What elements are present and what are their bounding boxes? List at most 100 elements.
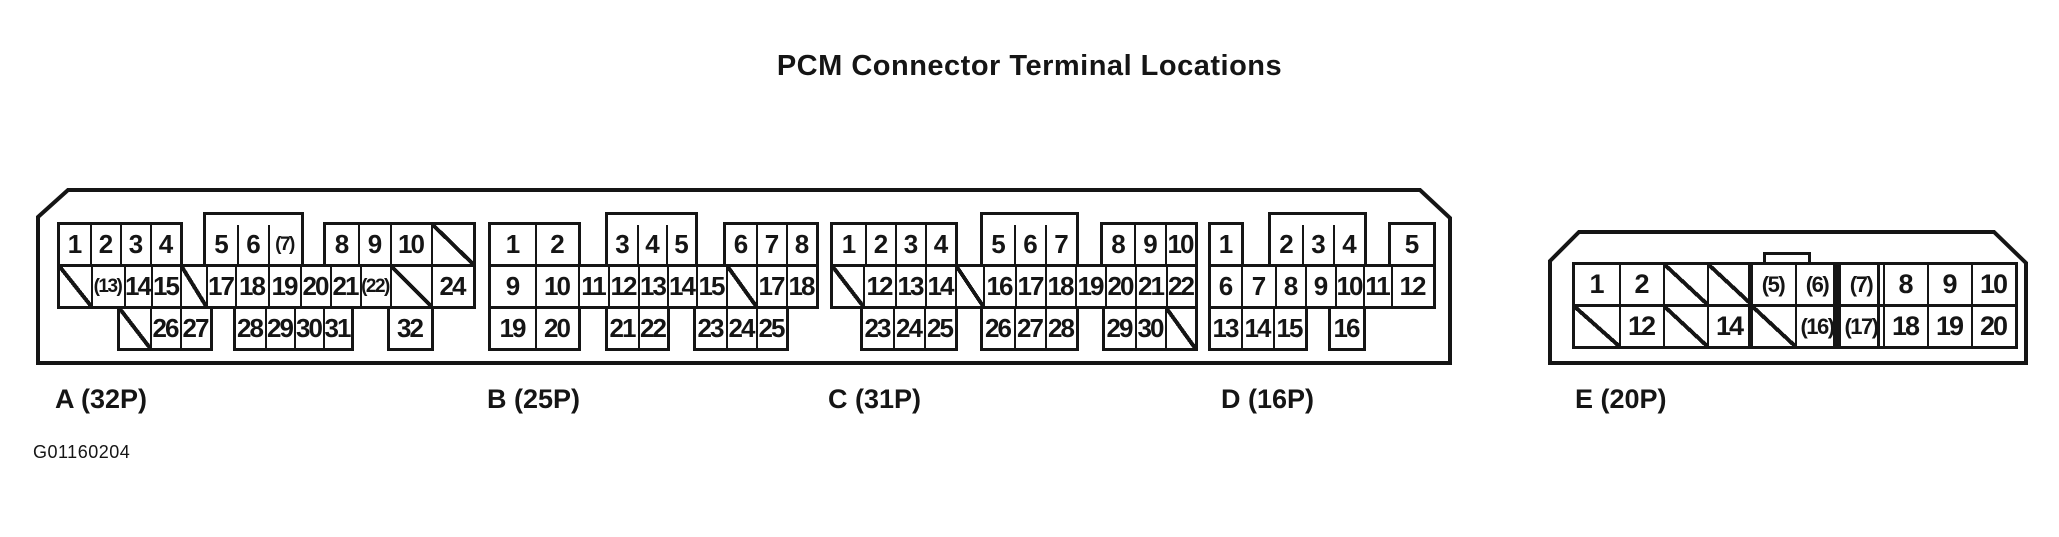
terminal-A-10: 10 [390,225,431,264]
connector-label-A: A (32P) [55,384,148,414]
terminal-B-3: 3 [608,225,637,264]
terminal-A-unused [431,225,473,264]
terminal-C-23: 23 [863,309,893,348]
connector-label-E: E (20P) [1575,384,1667,414]
terminal-B-21: 21 [608,309,638,348]
terminal-B-14: 14 [667,267,696,306]
terminal-D-11: 11 [1363,267,1391,306]
connector-label-C: C (31P) [828,384,922,414]
terminal-D-6: 6 [1211,267,1241,306]
terminal-B-20: 20 [535,309,578,348]
terminal-D-3: 3 [1302,225,1333,264]
terminal-A-19: 19 [268,267,300,306]
terminal-E-5: (5) [1751,265,1795,304]
terminal-B-25: 25 [756,309,786,348]
terminal-B-17: 17 [756,267,786,306]
connector-label-D: D (16P) [1221,384,1315,414]
terminal-A-unused [60,267,91,306]
terminal-group: 16 [1328,306,1366,351]
terminal-B-13: 13 [638,267,667,306]
terminal-A-22: (22) [360,267,390,306]
connector-key-tab [980,212,1079,225]
terminal-D-1: 1 [1211,225,1241,264]
terminal-E-7: (7) [1839,265,1883,304]
connector-key-tab [1763,252,1811,265]
terminal-group: 32 [387,306,434,351]
terminal-B-22: 22 [638,309,667,348]
terminal-A-13: (13) [91,267,124,306]
terminal-C-25: 25 [924,309,955,348]
connector-key-tab [1268,212,1367,225]
terminal-C-26: 26 [983,309,1014,348]
terminal-B-2: 2 [535,225,578,264]
terminal-D-8: 8 [1275,267,1305,306]
terminal-C-10: 10 [1165,225,1195,264]
terminal-B-11: 11 [578,267,608,306]
terminal-B-8: 8 [786,225,816,264]
terminal-D-10: 10 [1335,267,1363,306]
terminal-D-15: 15 [1273,309,1305,348]
terminal-D-12: 12 [1391,267,1433,306]
terminal-C-22: 22 [1166,267,1195,306]
terminal-C-21: 21 [1135,267,1166,306]
terminal-B-9: 9 [491,267,535,306]
terminal-C-27: 27 [1014,309,1045,348]
terminal-A-30: 30 [294,309,323,348]
terminal-B-15: 15 [696,267,726,306]
terminal-A-4: 4 [150,225,180,264]
terminal-B-12: 12 [608,267,638,306]
terminal-E-12: 12 [1619,307,1663,346]
terminal-group: 1 [1208,222,1244,267]
terminal-C-9: 9 [1134,225,1165,264]
terminal-A-32: 32 [390,309,431,348]
terminal-A-15: 15 [151,267,180,306]
terminal-C-14: 14 [925,267,955,306]
terminal-A-2: 2 [90,225,120,264]
terminal-D-9: 9 [1305,267,1335,306]
terminal-A-unused [390,267,431,306]
terminal-C-29: 29 [1105,309,1135,348]
terminal-B-24: 24 [726,309,756,348]
terminal-D-2: 2 [1271,225,1302,264]
terminal-C-20: 20 [1105,267,1135,306]
terminal-C-unused [833,267,863,306]
connector-key-tab [203,212,304,225]
terminal-C-13: 13 [895,267,925,306]
terminal-C-18: 18 [1045,267,1075,306]
terminal-C-30: 30 [1135,309,1165,348]
terminal-B-7: 7 [756,225,786,264]
terminal-A-17: 17 [206,267,235,306]
terminal-E-18: 18 [1883,307,1927,346]
terminal-A-unused [120,309,150,348]
terminal-A-18: 18 [235,267,268,306]
terminal-C-2: 2 [865,225,895,264]
terminal-B-4: 4 [637,225,666,264]
terminal-E-unused [1663,265,1707,304]
terminal-B-23: 23 [696,309,726,348]
terminal-A-1: 1 [60,225,90,264]
terminal-C-4: 4 [925,225,955,264]
terminal-C-unused [955,267,983,306]
terminal-C-3: 3 [895,225,925,264]
